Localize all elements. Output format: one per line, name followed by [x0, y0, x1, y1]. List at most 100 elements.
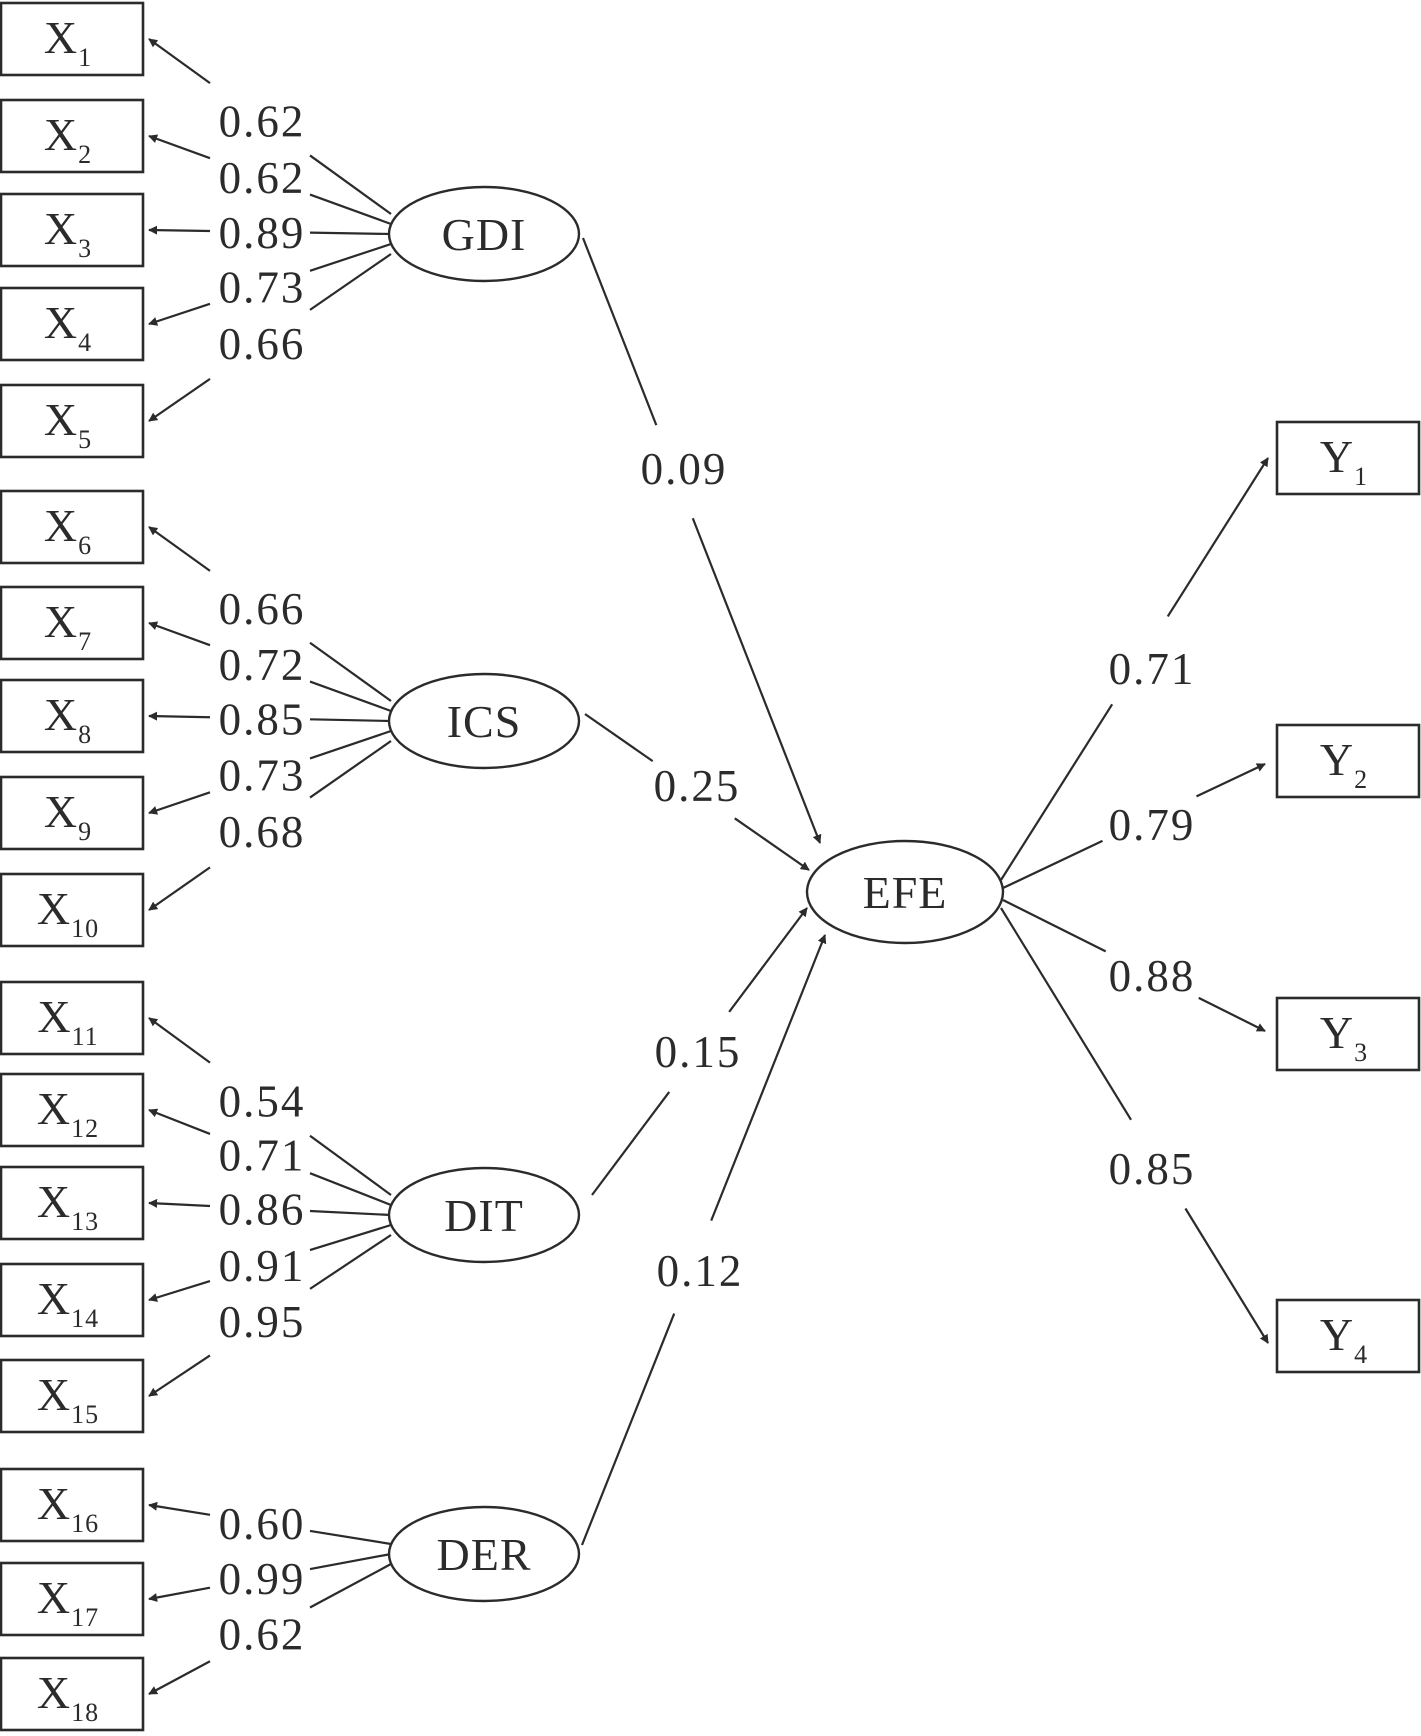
loading-label-x17: 0.99 — [219, 1554, 306, 1604]
loading-arrow-x12 — [148, 1108, 211, 1135]
loading-line-x6 — [309, 641, 392, 702]
loading-line-x8 — [309, 718, 392, 723]
indicator-x3-label: X3 — [44, 203, 92, 263]
loading-arrow-y1 — [1166, 457, 1269, 618]
path-label-dit-efe: 0.15 — [655, 1027, 742, 1077]
latent-efe-ellipse — [805, 839, 1005, 945]
latent-gdi: GDI — [387, 185, 581, 283]
indicator-x15-border — [0, 1358, 145, 1434]
indicator-x5-label: X5 — [44, 394, 92, 454]
indicator-x3-border — [0, 192, 145, 268]
indicator-y1-subscript: 1 — [1354, 462, 1368, 491]
latent-der-label: DER — [437, 1529, 532, 1580]
indicator-x6-border — [0, 489, 145, 565]
indicator-x7-subscript: 7 — [78, 627, 92, 656]
indicator-x9-letter: X — [44, 786, 78, 837]
indicator-y2-letter: Y — [1320, 734, 1354, 785]
indicator-y3-label: Y3 — [1320, 1007, 1368, 1067]
indicator-x12-subscript: 12 — [71, 1114, 99, 1143]
indicator-x10-border — [0, 872, 145, 948]
indicator-x13-label: X13 — [37, 1176, 99, 1236]
indicator-x1-border — [0, 1, 145, 77]
loading-arrow-x6 — [148, 526, 211, 572]
loading-line-x18 — [309, 1563, 392, 1609]
indicator-x7-letter: X — [44, 596, 78, 647]
loading-line-x9 — [309, 729, 392, 760]
indicator-x18-subscript: 18 — [71, 1698, 99, 1727]
loading-arrow-x18 — [148, 1660, 211, 1695]
latent-der: DER — [387, 1505, 581, 1603]
loading-label-x6: 0.66 — [219, 584, 306, 634]
edges — [148, 38, 1269, 1695]
indicator-x11-letter: X — [37, 991, 71, 1042]
loading-label-x5: 0.66 — [219, 319, 306, 369]
indicator-y3: Y3 — [1275, 996, 1421, 1072]
indicator-x17-letter: X — [37, 1572, 71, 1623]
loading-arrow-x9 — [148, 791, 211, 815]
loading-line-x11 — [309, 1134, 392, 1196]
indicator-x2-subscript: 2 — [78, 140, 92, 169]
loading-label-x10: 0.68 — [219, 807, 306, 857]
loading-arrow-x14 — [148, 1280, 211, 1302]
indicator-x16-letter: X — [37, 1478, 71, 1529]
latent-gdi-label: GDI — [442, 209, 527, 260]
indicator-y2-label: Y2 — [1320, 734, 1368, 794]
loading-arrow-x1 — [148, 38, 211, 85]
indicator-y2-subscript: 2 — [1354, 765, 1368, 794]
loading-arrow-x17 — [148, 1586, 211, 1602]
indicator-x17-label: X17 — [37, 1572, 99, 1632]
indicator-x17-subscript: 17 — [71, 1603, 99, 1632]
loading-label-x9: 0.73 — [219, 751, 306, 801]
indicator-x3: X3 — [0, 192, 145, 268]
indicator-x12-border — [0, 1072, 145, 1148]
loading-label-y2: 0.79 — [1109, 800, 1196, 850]
loading-label-x1: 0.62 — [219, 97, 306, 147]
loading-arrow-x8 — [148, 711, 211, 721]
loading-label-x12: 0.71 — [219, 1130, 306, 1180]
indicator-x10: X10 — [0, 872, 145, 948]
indicator-x15: X15 — [0, 1358, 145, 1434]
indicator-x15-label: X15 — [37, 1369, 99, 1429]
indicator-x6: X6 — [0, 489, 145, 565]
loading-line-y2 — [1002, 839, 1103, 889]
indicator-x14-label: X14 — [37, 1273, 99, 1333]
indicator-x2: X2 — [0, 98, 145, 174]
loading-label-x16: 0.60 — [219, 1499, 306, 1549]
loading-arrow-y3 — [1198, 996, 1266, 1032]
loading-label-x4: 0.73 — [219, 263, 306, 313]
indicator-x17-border — [0, 1561, 145, 1637]
indicator-y2: Y2 — [1275, 723, 1421, 799]
loading-arrow-y2 — [1196, 763, 1266, 798]
loading-label-x14: 0.91 — [219, 1241, 306, 1291]
indicator-x4-border — [0, 286, 145, 362]
indicator-y4-label: Y4 — [1320, 1309, 1368, 1369]
indicator-x15-letter: X — [37, 1369, 71, 1420]
indicator-x8-subscript: 8 — [78, 720, 92, 749]
loading-line-x15 — [309, 1234, 392, 1290]
path-arrow-gdi-efe — [691, 517, 822, 844]
indicator-x8-border — [0, 678, 145, 754]
indicator-y3-border — [1275, 996, 1421, 1072]
loading-arrow-x4 — [148, 302, 211, 326]
indicator-y4-subscript: 4 — [1354, 1340, 1368, 1369]
indicator-x7-border — [0, 585, 145, 661]
loading-label-x2: 0.62 — [219, 153, 306, 203]
indicator-x2-label: X2 — [44, 109, 92, 169]
indicator-x9-label: X9 — [44, 786, 92, 846]
indicator-x5-letter: X — [44, 394, 78, 445]
indicator-x7: X7 — [0, 585, 145, 661]
loading-line-x2 — [309, 193, 392, 226]
indicator-x16-border — [0, 1467, 145, 1543]
latent-dit-label: DIT — [444, 1190, 524, 1241]
loading-line-y3 — [1002, 899, 1107, 953]
indicator-y1-letter: Y — [1320, 431, 1354, 482]
indicator-x6-letter: X — [44, 500, 78, 551]
indicator-x10-subscript: 10 — [71, 914, 99, 943]
loading-arrow-x2 — [148, 134, 211, 160]
loading-arrow-x10 — [148, 866, 211, 911]
indicator-x16-subscript: 16 — [71, 1509, 99, 1538]
indicator-x9-border — [0, 775, 145, 851]
indicator-x18-letter: X — [37, 1667, 71, 1718]
indicator-x12: X12 — [0, 1072, 145, 1148]
